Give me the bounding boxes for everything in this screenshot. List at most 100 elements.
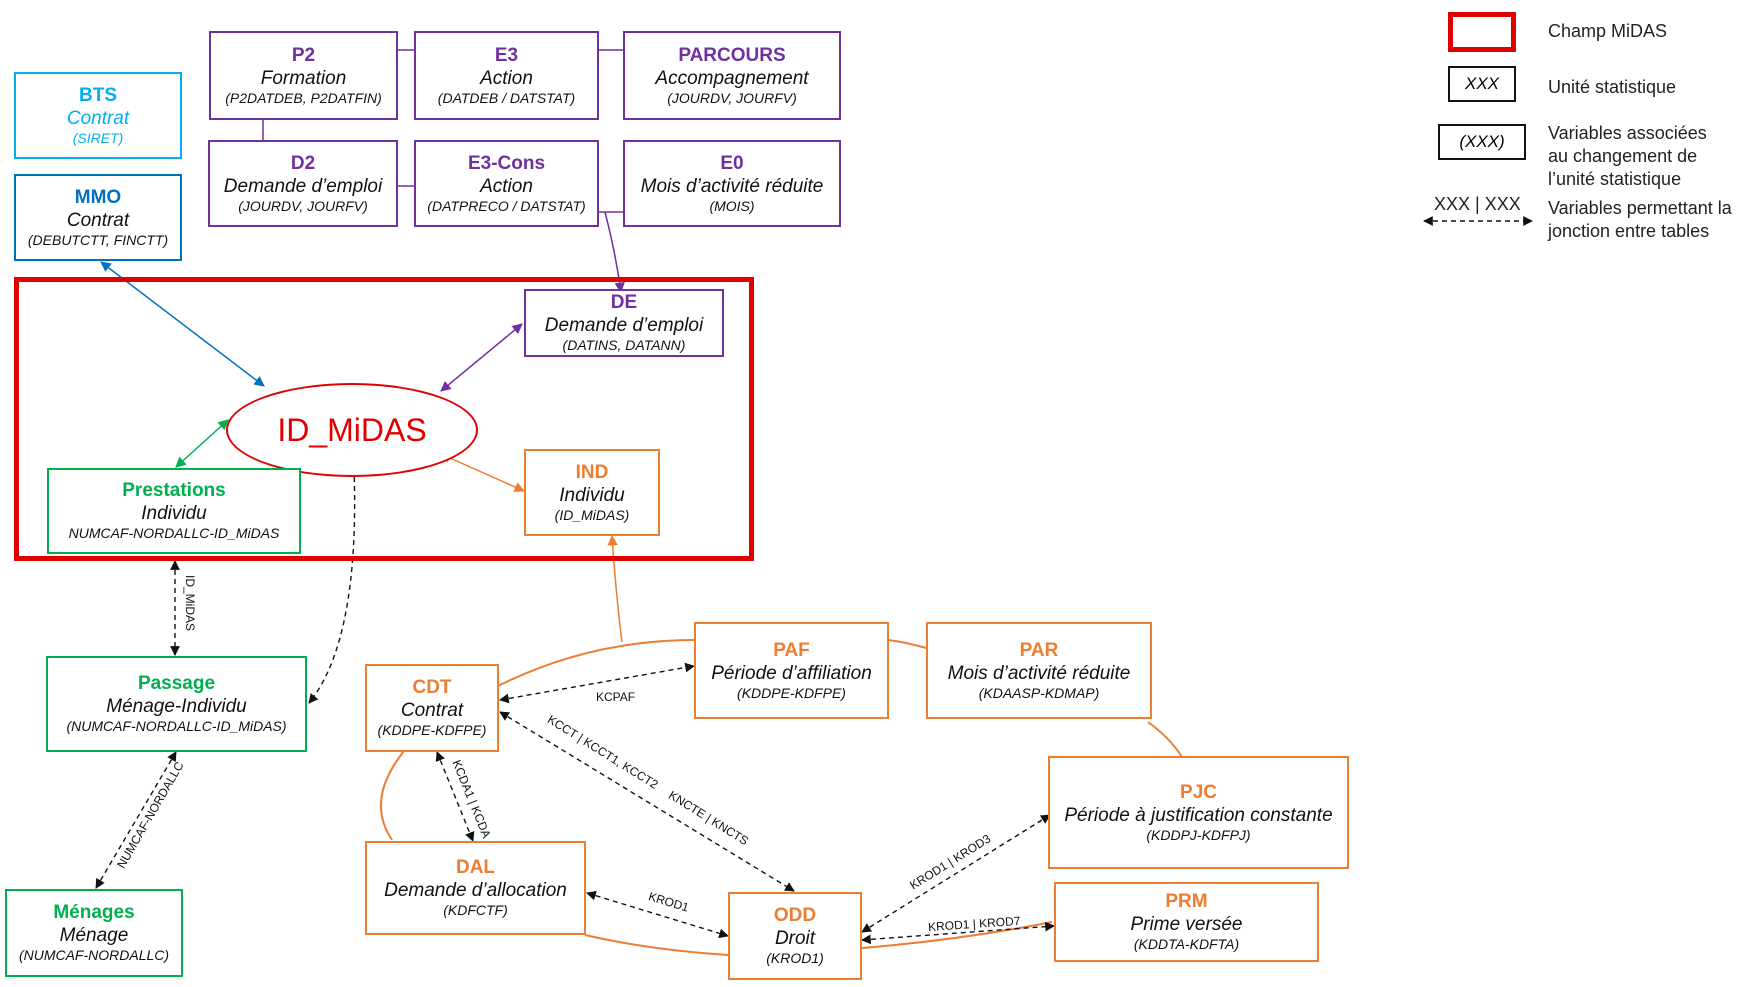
legend-champ-swatch <box>1448 12 1516 52</box>
table-subtitle: Droit <box>774 928 816 949</box>
legend-join-label: Variables permettant la jonction entre t… <box>1548 197 1732 243</box>
table-title: PARCOURS <box>678 44 786 66</box>
join-dal-odd <box>586 890 729 939</box>
table-title: P2 <box>291 44 316 66</box>
table-e3-cons: E3-Cons Action (DATPRECO / DATSTAT) <box>414 140 599 227</box>
link-cdt-paf-solid <box>497 639 695 687</box>
link-dal-odd-solid <box>584 934 729 956</box>
legend-unit-box: XXX <box>1448 66 1516 102</box>
table-vars: (P2DATDEB, P2DATFIN) <box>225 89 382 106</box>
table-vars: (DATPRECO / DATSTAT) <box>427 197 586 214</box>
table-p2: P2 Formation (P2DATDEB, P2DATFIN) <box>209 31 398 120</box>
table-vars: (SIRET) <box>72 129 124 146</box>
link-cdt-dal-solid <box>380 750 405 841</box>
legend-unit-label: Unité statistique <box>1548 77 1677 97</box>
table-subtitle: Contrat <box>66 209 130 231</box>
table-subtitle: Individu <box>559 484 625 506</box>
link-idmidas-prestations <box>175 419 229 468</box>
table-de: DE Demande d’emploi (DATINS, DATANN) <box>524 289 724 357</box>
join-odd-pjc <box>861 814 1051 933</box>
table-title: Passage <box>137 673 216 694</box>
table-mmo: MMO Contrat (DEBUTCTT, FINCTT) <box>14 174 182 261</box>
table-vars: (DATDEB / DATSTAT) <box>437 89 576 106</box>
table-vars: (JOURDV, JOURFV) <box>667 89 797 106</box>
table-vars: (KDDPE-KDFPE) <box>737 684 846 701</box>
link-paf-par <box>887 639 927 649</box>
table-vars: (KDDTA-KDFTA) <box>1133 936 1240 952</box>
table-vars: (KDDPE-KDFPE) <box>377 722 487 738</box>
table-subtitle: Mois d’activité réduite <box>947 662 1131 684</box>
table-title: E3 <box>494 44 519 66</box>
legend-champ-label: Champ MiDAS <box>1548 21 1668 41</box>
table-title: Ménages <box>53 902 135 923</box>
id-midas-ellipse: ID_MiDAS <box>226 383 478 477</box>
table-title: CDT <box>412 677 452 698</box>
table-title: IND <box>575 461 609 483</box>
join-cdt-dal <box>435 751 475 842</box>
table-vars: (DATINS, DATANN) <box>562 337 686 353</box>
table-title: E0 <box>720 152 744 174</box>
table-subtitle: Accompagnement <box>655 67 809 89</box>
table-title: DAL <box>455 857 496 878</box>
edge-label: KCPAF <box>596 690 636 704</box>
link-cdt-ind <box>607 534 623 643</box>
table-vars: (KDFCTF) <box>443 902 508 918</box>
table-subtitle: Demande d’allocation <box>384 880 567 901</box>
table-title: D2 <box>290 152 316 174</box>
table-vars: NUMCAF-NORDALLC-ID_MiDAS <box>68 525 280 541</box>
legend-vars-box: (XXX) <box>1438 124 1526 160</box>
legend-join-line1: Variables permettant la <box>1548 198 1732 218</box>
legend-vars-label: Variables associées au changement de l’u… <box>1548 122 1707 191</box>
table-title: PRM <box>1165 891 1208 912</box>
legend-vars-line2: au changement de <box>1548 146 1698 166</box>
table-dal: DAL Demande d’allocation (KDFCTF) <box>365 841 586 935</box>
link-par-pjc <box>1147 721 1183 758</box>
table-subtitle: Contrat <box>400 700 464 721</box>
table-pjc: PJC Période à justification constante (K… <box>1048 756 1349 869</box>
legend-vars-line3: l’unité statistique <box>1548 169 1682 189</box>
table-prm: PRM Prime versée (KDDTA-KDFTA) <box>1054 882 1319 962</box>
table-cdt: CDT Contrat (KDDPE-KDFPE) <box>365 664 499 752</box>
edge-label: ID_MiDAS <box>183 574 198 632</box>
table-title: PAR <box>1019 639 1059 661</box>
join-passage-menages <box>95 751 177 889</box>
table-subtitle: Ménage <box>59 925 129 946</box>
table-par: PAR Mois d’activité réduite (KDAASP-KDMA… <box>926 622 1152 719</box>
champ-midas-frame <box>14 277 754 561</box>
table-subtitle: Demande d’emploi <box>544 315 704 336</box>
legend-join-symbol: XXX | XXX <box>1434 194 1521 214</box>
table-subtitle: Action <box>480 67 533 89</box>
table-bts: BTS Contrat (SIRET) <box>14 72 182 159</box>
table-ind: IND Individu (ID_MiDAS) <box>524 449 660 536</box>
table-vars: (MOIS) <box>709 197 755 214</box>
table-vars: (NUMCAF-NORDALLC) <box>18 947 170 963</box>
table-subtitle: Prime versée <box>1130 914 1243 935</box>
table-e3: E3 Action (DATDEB / DATSTAT) <box>414 31 599 120</box>
table-subtitle: Contrat <box>66 107 130 129</box>
join-cdt-odd <box>499 711 795 892</box>
table-subtitle: Mois d’activité réduite <box>640 175 824 197</box>
link-idmidas-de <box>440 323 523 392</box>
table-title: ODD <box>773 905 817 926</box>
table-parcours: PARCOURS Accompagnement (JOURDV, JOURFV) <box>623 31 841 120</box>
table-title: E3-Cons <box>467 152 546 174</box>
legend-join-line2: jonction entre tables <box>1548 221 1710 241</box>
table-vars: (KDDPJ-KDFPJ) <box>1146 826 1251 843</box>
link-mmo-idmidas <box>100 261 265 387</box>
id-midas-label: ID_MiDAS <box>277 411 427 448</box>
table-d2: D2 Demande d’emploi (JOURDV, JOURFV) <box>208 140 398 227</box>
table-subtitle: Ménage-Individu <box>106 696 247 717</box>
join-idmidas-passage <box>308 467 360 704</box>
table-title: PJC <box>1180 781 1217 803</box>
table-vars: (KDAASP-KDMAP) <box>978 684 1100 701</box>
table-vars: (NUMCAF-NORDALLC-ID_MiDAS) <box>66 718 287 734</box>
table-title: Prestations <box>122 480 226 501</box>
table-subtitle: Action <box>480 175 533 197</box>
table-subtitle: Demande d’emploi <box>223 175 383 197</box>
table-vars: (ID_MiDAS) <box>554 506 630 523</box>
table-passage: Passage Ménage-Individu (NUMCAF-NORDALLC… <box>46 656 307 752</box>
table-vars: (DEBUTCTT, FINCTT) <box>27 231 169 248</box>
table-paf: PAF Période d’affiliation (KDDPE-KDFPE) <box>694 622 889 719</box>
table-subtitle: Formation <box>260 67 347 89</box>
